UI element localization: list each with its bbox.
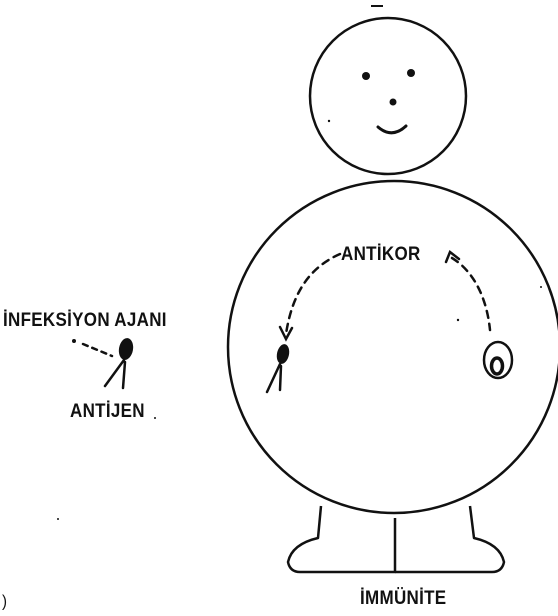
right-foot xyxy=(395,506,504,572)
right-eye xyxy=(407,69,415,77)
nose xyxy=(390,99,397,106)
antigen-arms xyxy=(105,360,125,388)
infection-agent-dot xyxy=(72,339,76,343)
left-eye xyxy=(362,72,370,80)
margin-mark: ) xyxy=(2,592,7,611)
speck xyxy=(154,417,156,419)
left-foot xyxy=(288,506,395,572)
antibody-cell-nucleus xyxy=(492,358,503,374)
speck xyxy=(328,120,330,122)
infection-agent-label: İNFEKSİYON AJANI xyxy=(3,309,167,331)
antigen-label: ANTİJEN xyxy=(70,400,145,422)
infection-agent-icon xyxy=(117,337,135,361)
infection-agent-dash xyxy=(83,344,112,356)
speck xyxy=(540,286,542,288)
speck xyxy=(457,319,459,321)
immunity-label: İMMÜNİTE xyxy=(360,587,446,609)
speck xyxy=(57,518,59,520)
figure-head xyxy=(310,18,466,174)
antikor-label: ANTİKOR xyxy=(341,243,421,265)
